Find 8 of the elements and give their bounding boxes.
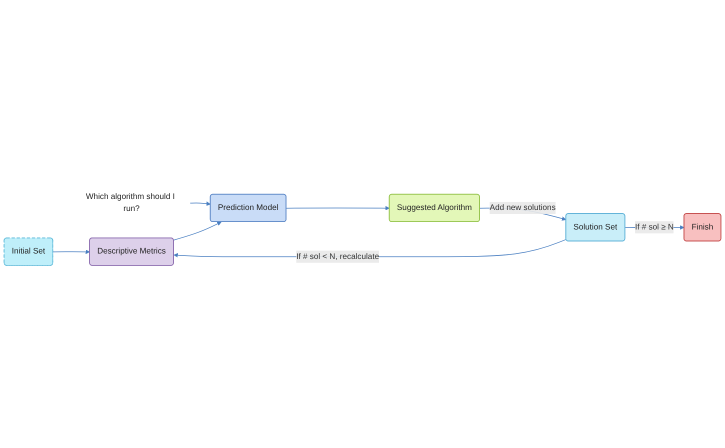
arrow (52, 249, 90, 254)
edge-label: If # sol < N, recalculate (296, 252, 380, 261)
arrow (286, 206, 390, 210)
edge-label: Add new solutions (490, 203, 556, 212)
arrow (173, 221, 222, 240)
node-text: Which algorithm should I run? (86, 192, 175, 213)
arrow (190, 201, 211, 206)
edge-label: If # sol ≥ N (635, 222, 674, 232)
